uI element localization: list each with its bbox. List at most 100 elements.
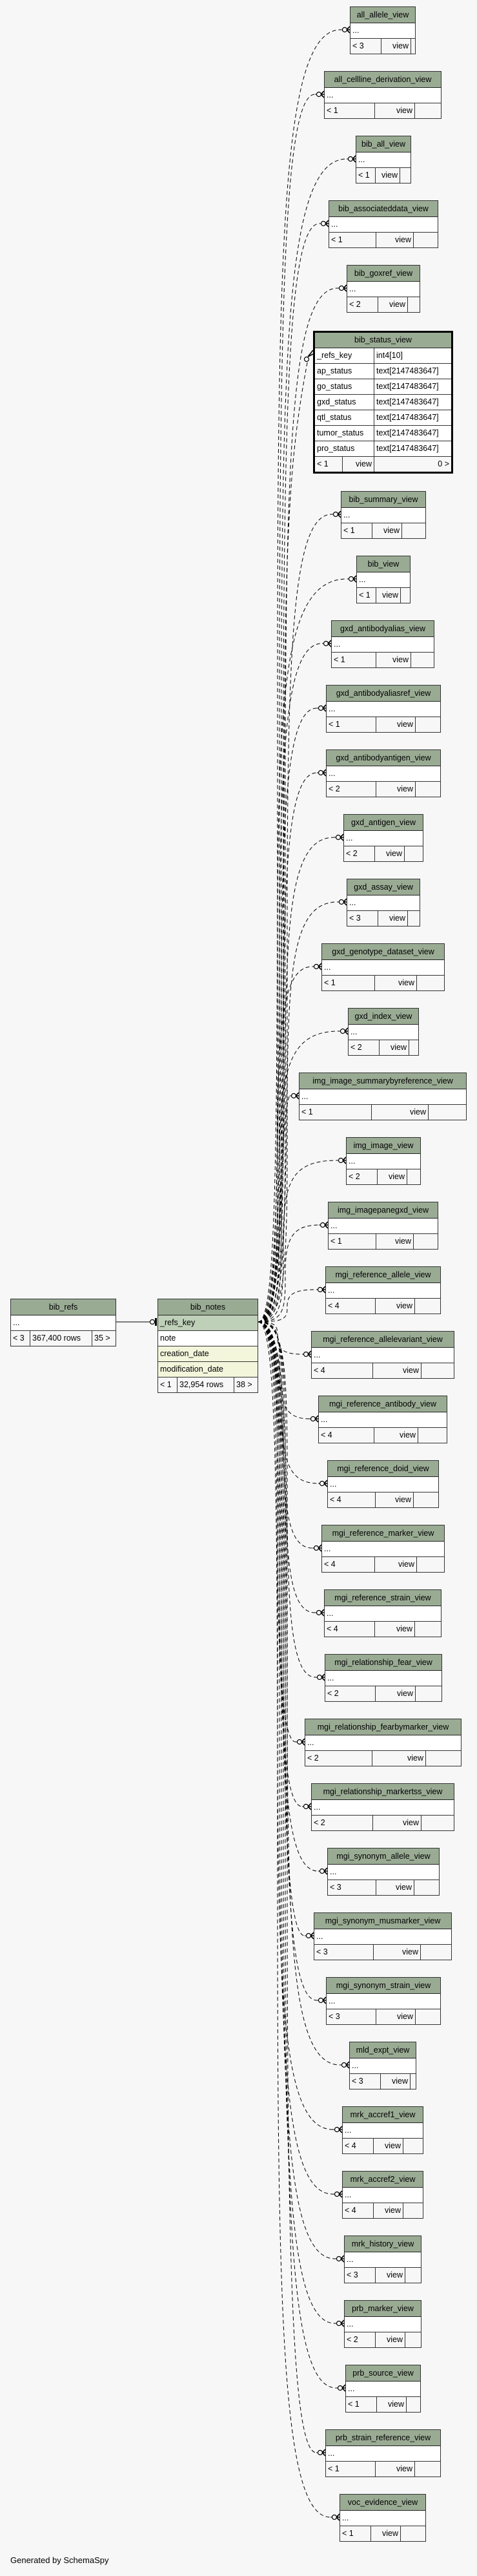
parents-count[interactable]: < 1 <box>329 233 376 247</box>
parents-count[interactable]: < 2 <box>312 1816 373 1830</box>
table-title[interactable]: voc_evidence_view <box>340 2495 425 2511</box>
parents-count[interactable]: < 2 <box>325 1686 376 1701</box>
column-name[interactable]: go_status <box>315 379 374 394</box>
parents-count[interactable]: < 1 <box>326 2462 376 2477</box>
parents-count[interactable]: < 2 <box>305 1751 372 1766</box>
children-count[interactable] <box>415 2462 440 2477</box>
children-count[interactable] <box>416 2009 440 2024</box>
children-count[interactable] <box>407 2397 420 2412</box>
children-count[interactable] <box>405 2332 421 2347</box>
parents-count[interactable]: < 4 <box>319 1428 374 1443</box>
table-title[interactable]: gxd_antibodyalias_view <box>332 621 434 637</box>
children-count[interactable] <box>421 1363 454 1378</box>
table-title[interactable]: gxd_genotype_dataset_view <box>322 944 444 960</box>
parents-count[interactable]: < 2 <box>349 1040 380 1055</box>
column-name[interactable]: tumor_status <box>315 426 374 441</box>
parents-count[interactable]: < 2 <box>347 1169 378 1184</box>
parents-count[interactable]: < 3 <box>328 1880 376 1895</box>
children-count[interactable] <box>409 1040 418 1055</box>
table-title[interactable]: mgi_reference_marker_view <box>322 1525 444 1542</box>
children-count[interactable] <box>401 2526 425 2541</box>
children-count[interactable] <box>402 523 425 538</box>
children-count[interactable] <box>416 1686 441 1701</box>
children-count[interactable] <box>426 1751 461 1766</box>
table-title[interactable]: gxd_antibodyantigen_view <box>327 750 440 766</box>
children-count[interactable] <box>414 1880 439 1895</box>
parents-count[interactable]: < 3 <box>347 911 378 926</box>
column-name[interactable]: qtl_status <box>315 410 374 425</box>
children-count[interactable] <box>408 911 420 926</box>
children-count[interactable] <box>400 168 411 183</box>
parents-count[interactable]: < 3 <box>11 1331 30 1346</box>
children-count[interactable] <box>416 717 440 732</box>
parents-count[interactable]: < 1 <box>325 103 375 118</box>
parents-count[interactable]: < 2 <box>327 782 376 797</box>
children-count[interactable] <box>411 2074 416 2089</box>
children-count[interactable] <box>421 1945 451 1960</box>
table-mgi-relationship-fearbymarker-view[interactable]: mgi_relationship_fearbymarker_view...< 2… <box>305 1719 462 1766</box>
children-count[interactable]: 35 > <box>94 1334 110 1343</box>
parents-count[interactable]: < 3 <box>350 39 381 54</box>
column-modification-date[interactable]: modification_date <box>158 1362 258 1377</box>
parents-count[interactable]: < 1 <box>315 457 343 472</box>
column-name[interactable]: ap_status <box>315 364 374 379</box>
children-count[interactable] <box>405 2268 421 2283</box>
table-title[interactable]: mgi_synonym_musmarker_view <box>314 1913 451 1929</box>
children-count[interactable] <box>417 1557 444 1572</box>
table-title[interactable]: mgi_reference_doid_view <box>328 1461 438 1477</box>
table-title[interactable]: mrk_accref1_view <box>343 2107 423 2123</box>
table-title[interactable]: mrk_accref2_view <box>343 2172 423 2188</box>
children-count[interactable] <box>417 976 444 990</box>
table-title[interactable]: mgi_reference_antibody_view <box>319 1396 447 1412</box>
children-count[interactable] <box>415 1299 440 1314</box>
table-bib-notes[interactable]: bib_notes _refs_key note creation_date m… <box>157 1299 258 1393</box>
table-title[interactable]: prb_strain_reference_view <box>326 2430 440 2446</box>
table-title[interactable]: bib_associateddata_view <box>329 201 438 217</box>
children-count[interactable] <box>411 653 434 667</box>
column-name[interactable]: gxd_status <box>315 395 374 410</box>
table-title[interactable]: bib_notes <box>158 1299 258 1315</box>
parents-count[interactable]: < 1 <box>341 523 372 538</box>
children-count[interactable]: 38 > <box>236 1380 252 1389</box>
parents-count[interactable]: < 3 <box>350 2074 381 2089</box>
children-count[interactable] <box>414 1234 438 1249</box>
table-title[interactable]: bib_goxref_view <box>347 266 420 282</box>
children-count[interactable] <box>414 1492 438 1507</box>
table-bib-refs[interactable]: bib_refs ... < 3 367,400 rows 35 > <box>10 1299 116 1346</box>
parents-count[interactable]: < 1 <box>329 1234 376 1249</box>
table-title[interactable]: bib_refs <box>11 1299 116 1315</box>
parents-count[interactable]: < 1 <box>340 2526 371 2541</box>
children-count[interactable] <box>403 2203 423 2218</box>
children-count[interactable] <box>421 1816 454 1830</box>
table-title[interactable]: mgi_reference_allele_view <box>326 1267 440 1283</box>
children-count[interactable] <box>414 233 438 247</box>
table-title[interactable]: bib_status_view <box>315 333 451 348</box>
table-title[interactable]: all_allele_view <box>350 7 415 23</box>
parents-count[interactable]: < 4 <box>312 1363 373 1378</box>
parents-count[interactable]: < 2 <box>347 297 378 312</box>
